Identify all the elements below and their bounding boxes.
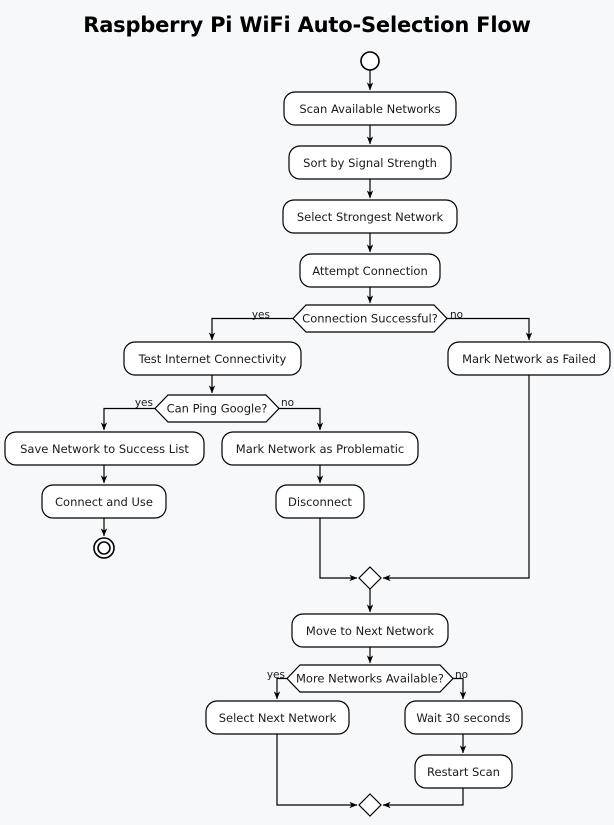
node-scan-available-networks[interactable]: Scan Available Networks [283,91,457,126]
decision-hexagon[interactable] [286,664,454,693]
node-box[interactable] [4,431,205,466]
node-move-to-next-network[interactable]: Move to Next Network [291,613,449,648]
node-select-next-network[interactable]: Select Next Network [205,700,350,735]
node-label: Save Network to Success List [20,442,189,456]
node-box[interactable] [275,484,365,519]
edge-label-ping-no: no [281,397,294,409]
edge-labels-group: yes no yes no yes no [135,309,468,681]
node-select-strongest-network[interactable]: Select Strongest Network [282,199,458,234]
node-box[interactable] [291,613,449,648]
node-box[interactable] [447,341,611,376]
node-mark-network-as-problematic[interactable]: Mark Network as Problematic [221,431,419,466]
node-box[interactable] [221,431,419,466]
node-label: Mark Network as Problematic [236,442,404,456]
node-label: Move to Next Network [306,624,434,638]
node-box[interactable] [41,484,167,519]
edge-connection-no-to-mark-failed [447,317,533,341]
edge-label-ping-yes: yes [135,397,153,409]
node-wait-30-seconds[interactable]: Wait 30 seconds [404,700,523,735]
node-box[interactable] [414,754,513,789]
edge-label-more-yes: yes [267,669,285,681]
decision-label: Can Ping Google? [167,402,268,416]
merge-node-2[interactable] [358,793,382,817]
decision-hexagon[interactable] [154,394,280,423]
edge-label-more-no: no [455,669,468,681]
edge-select-next-to-merge-2 [276,734,358,809]
edge-label-connection-yes: yes [252,309,270,321]
node-box[interactable] [283,91,457,126]
edge-mark-failed-to-merge-1 [382,375,530,582]
edges-group [100,70,533,809]
edge-ping-yes-to-save-success [100,407,155,431]
node-label: Scan Available Networks [299,102,440,116]
node-label: Mark Network as Failed [462,352,596,366]
decision-hexagon[interactable] [292,304,448,333]
edge-label-connection-no: no [450,309,463,321]
edge-connection-yes-to-test-internet [208,317,293,341]
node-label: Test Internet Connectivity [138,352,287,366]
page-title: Raspberry Pi WiFi Auto-Selection Flow [83,13,531,37]
node-label: Restart Scan [427,765,500,779]
node-box[interactable] [282,199,458,234]
node-test-internet-connectivity[interactable]: Test Internet Connectivity [123,341,302,376]
node-label: Wait 30 seconds [416,711,510,725]
edge-disconnect-to-merge-1 [319,518,358,582]
node-label: Select Strongest Network [297,210,444,224]
edge-restart-scan-to-merge-2 [382,788,464,809]
decision-label: Connection Successful? [302,312,438,326]
decision-can-ping-google[interactable]: Can Ping Google? [154,394,280,423]
end-node[interactable] [93,537,115,559]
node-box[interactable] [205,700,350,735]
end-inner-circle [97,541,111,555]
node-attempt-connection[interactable]: Attempt Connection [299,253,441,288]
node-sort-by-signal-strength[interactable]: Sort by Signal Strength [288,145,452,180]
decision-more-networks-available[interactable]: More Networks Available? [286,664,454,693]
node-box[interactable] [288,145,452,180]
edge-ping-no-to-mark-problematic [279,407,324,431]
node-mark-network-as-failed[interactable]: Mark Network as Failed [447,341,611,376]
node-box[interactable] [123,341,302,376]
decision-label: More Networks Available? [296,672,444,686]
node-restart-scan[interactable]: Restart Scan [414,754,513,789]
node-connect-and-use[interactable]: Connect and Use [41,484,167,519]
merge-node-1[interactable] [358,566,382,590]
node-box[interactable] [299,253,441,288]
node-save-network-to-success-list[interactable]: Save Network to Success List [4,431,205,466]
edge-more-no-to-wait-30 [453,677,467,700]
edge-more-yes-to-select-next [273,677,287,700]
node-label: Sort by Signal Strength [303,156,437,170]
node-label: Attempt Connection [312,264,428,278]
node-label: Connect and Use [55,495,153,509]
node-disconnect[interactable]: Disconnect [275,484,365,519]
node-box[interactable] [404,700,523,735]
node-label: Disconnect [288,495,352,509]
start-node[interactable] [360,51,380,71]
node-label: Select Next Network [219,711,337,725]
decision-connection-successful[interactable]: Connection Successful? [292,304,448,333]
